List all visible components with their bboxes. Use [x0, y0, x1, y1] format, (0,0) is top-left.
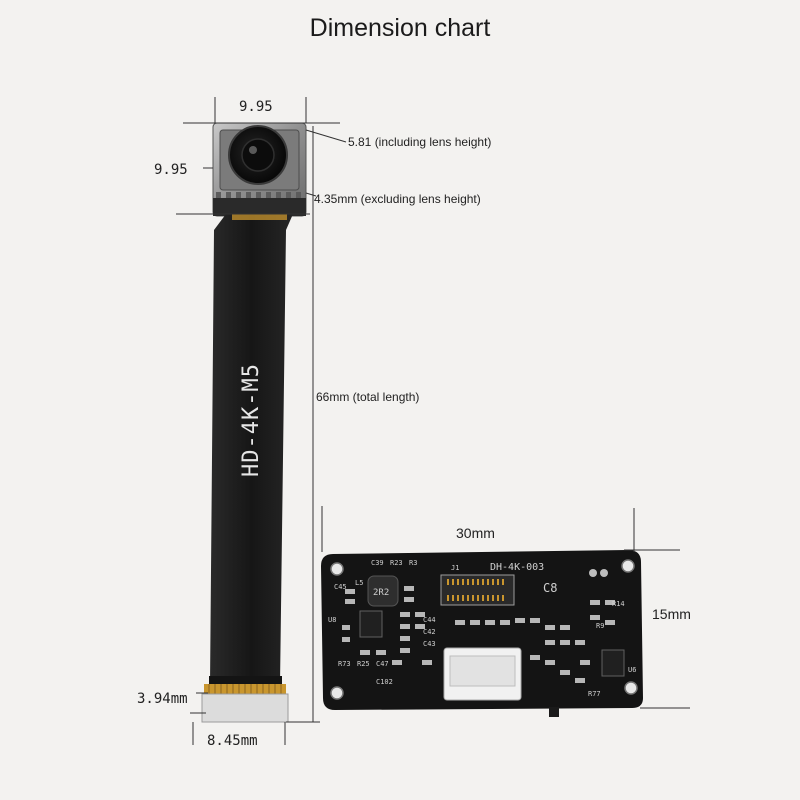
pcb-board: [321, 550, 643, 710]
pcb-silkscreen: DH-4K-003 C8 J1 C39 R23 R3 C45 L5 2R2 U8…: [328, 559, 636, 698]
dim-module-width: 9.95: [239, 99, 273, 115]
pcb-board-id: DH-4K-003: [490, 562, 544, 573]
pcb-label-r3: R3: [409, 559, 417, 567]
cable-connector: [201, 684, 289, 723]
module-edge-teeth: [216, 192, 301, 198]
dim-total-length: 66mm (total length): [316, 390, 420, 404]
pcb-label-u8: U8: [328, 616, 336, 624]
pcb-label-r25: R25: [357, 660, 370, 668]
pcb-label-inductor: 2R2: [373, 588, 389, 598]
pcb-label-r14: R14: [612, 600, 625, 608]
mount-hole-bottom-right: [624, 681, 638, 695]
inductor: [367, 575, 399, 607]
pcb-label-l5: L5: [355, 579, 363, 587]
pcb-label-c47: C47: [376, 660, 389, 668]
pcb-label-j1: J1: [451, 564, 459, 572]
pcb-label-r9: R9: [596, 622, 604, 630]
cable-print: HD-4K-M5: [239, 363, 264, 477]
pcb-label-r77: R77: [588, 690, 601, 698]
pcb-label-r23: R23: [390, 559, 403, 567]
dim-height-without-lens: 4.35mm (excluding lens height): [314, 192, 481, 206]
dim-board-width: 30mm: [456, 525, 495, 541]
ic-chip-u8: [359, 610, 383, 638]
pcb-label-r73: R73: [338, 660, 351, 668]
pcb-label-c39: C39: [371, 559, 384, 567]
dim-board-height: 15mm: [652, 606, 691, 622]
pcb-label-c44: C44: [423, 616, 436, 624]
dimension-lines-module: [176, 97, 347, 745]
pcb-label-c43: C43: [423, 640, 436, 648]
mount-hole-top-right: [621, 559, 635, 573]
dim-height-with-lens: 5.81 (including lens height): [348, 135, 492, 149]
dim-connector-thickness: 3.94mm: [137, 691, 188, 707]
mount-hole-top-left: [330, 562, 344, 576]
page-title: Dimension chart: [309, 14, 491, 42]
pcb-label-c8: C8: [543, 581, 557, 595]
mount-hole-bottom-left: [330, 686, 344, 700]
dim-connector-width: 8.45mm: [207, 733, 258, 749]
dim-module-height: 9.95: [154, 162, 188, 178]
dimension-lines-board: [321, 506, 690, 709]
camera-module: [212, 122, 307, 217]
smd-components: [342, 586, 615, 683]
pcb-label-c42: C42: [423, 628, 436, 636]
pcb-label-u6: U6: [628, 666, 636, 674]
flex-cable: [209, 214, 293, 686]
board-edge-component: [549, 707, 559, 717]
ic-chip-u6: [601, 649, 625, 677]
pcb-label-c102: C102: [376, 678, 393, 686]
pcb-label-c45: C45: [334, 583, 347, 591]
